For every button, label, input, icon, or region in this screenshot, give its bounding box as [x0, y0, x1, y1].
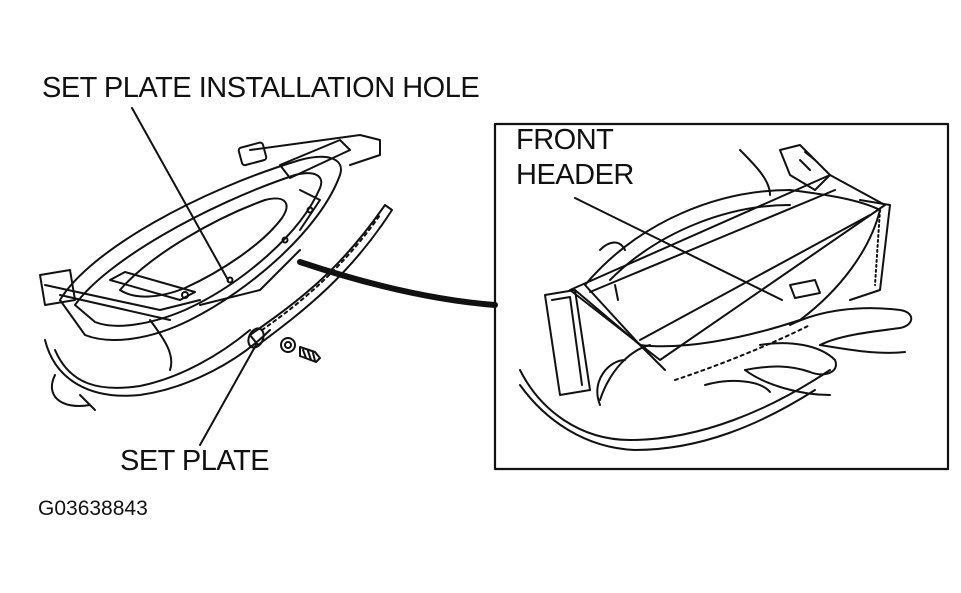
label-front-header-line1: FRONT — [516, 124, 614, 156]
label-front-header-line2: HEADER — [516, 159, 634, 191]
detail-inset-frame — [493, 122, 950, 471]
bolt-and-washer-drawing — [280, 337, 321, 363]
leader-line-front-header — [574, 197, 783, 301]
set-plate-drawing — [247, 204, 393, 349]
label-set-plate-installation-hole: SET PLATE INSTALLATION HOLE — [42, 72, 480, 104]
leader-line-set-plate — [199, 344, 257, 446]
roof-frame-drawing — [39, 134, 381, 411]
figure-code: G03638843 — [38, 497, 148, 520]
callout-connector — [297, 259, 498, 308]
inset-detail-drawing — [519, 144, 913, 451]
label-set-plate: SET PLATE — [120, 445, 270, 477]
leader-line-installation-hole — [131, 107, 229, 281]
